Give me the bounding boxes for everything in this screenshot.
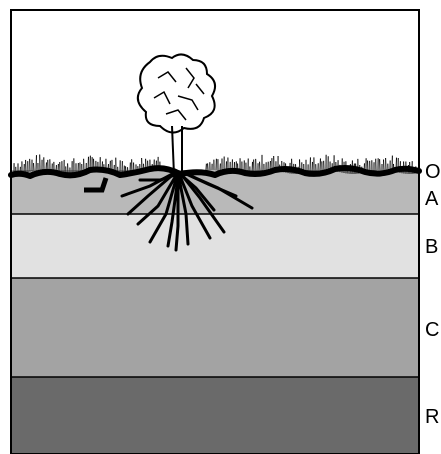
- horizon-r-layer: [11, 377, 419, 454]
- horizon-b-layer: [11, 214, 419, 278]
- horizon-label-b: B: [425, 236, 438, 258]
- horizon-label-c: C: [425, 319, 439, 341]
- horizon-label-o: O: [425, 161, 441, 183]
- horizon-label-a: A: [425, 188, 439, 210]
- horizon-c-layer: [11, 278, 419, 377]
- horizon-label-r: R: [425, 406, 439, 428]
